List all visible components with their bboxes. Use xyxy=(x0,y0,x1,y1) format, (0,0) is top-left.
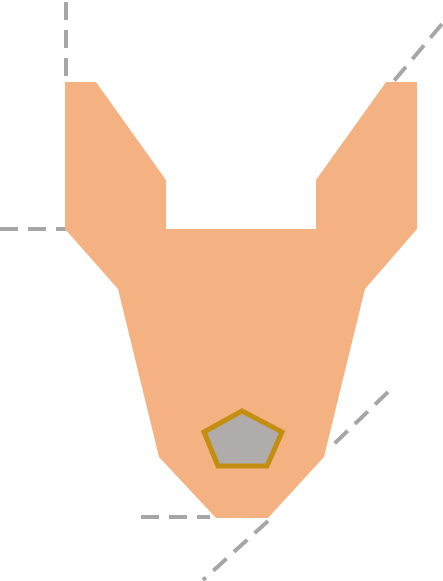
guide-line-right-diagonal xyxy=(331,390,390,447)
nose-pentagon xyxy=(200,408,286,469)
head-shape xyxy=(65,82,417,518)
guide-line-top-right-diagonal xyxy=(391,22,443,84)
guide-line-bottom-diagonal xyxy=(201,519,270,581)
